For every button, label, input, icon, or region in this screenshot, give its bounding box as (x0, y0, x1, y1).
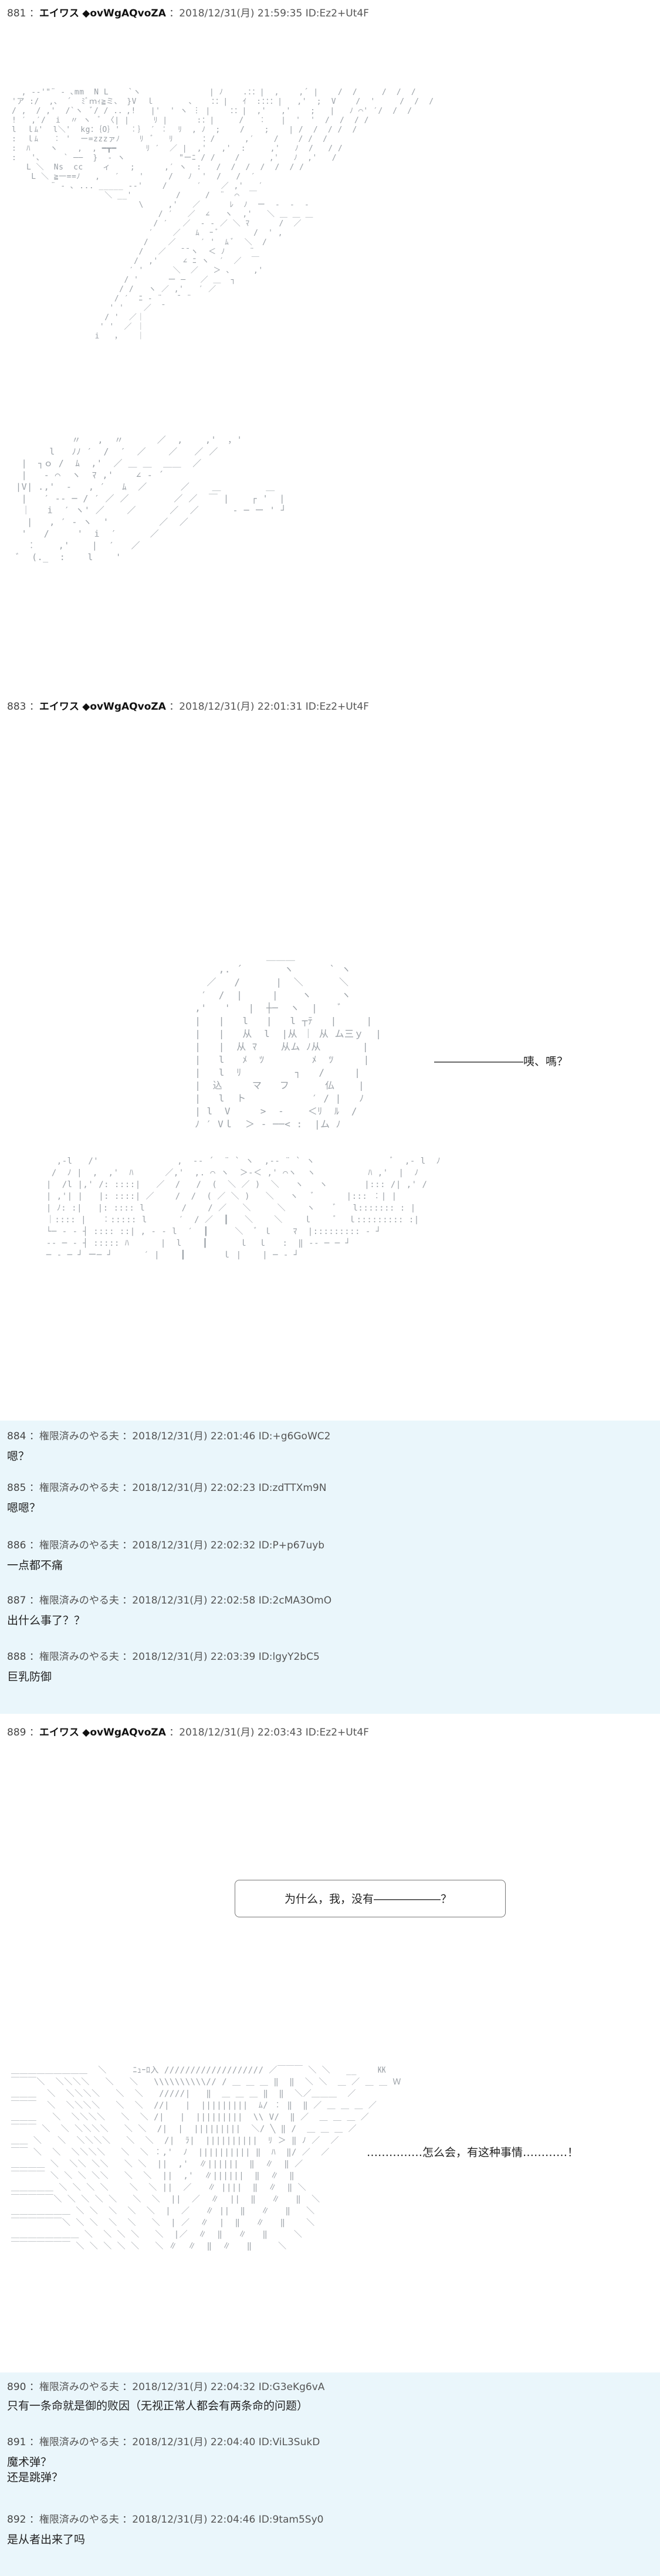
poster-name: 権限済みのやる夫 (39, 2381, 119, 2393)
poster-name: 権限済みのやる夫 (39, 1482, 119, 1494)
post-header: 890 ：権限済みのやる夫 ：2018/12/31(月) 22:04:32 ID… (7, 2381, 325, 2393)
ascii-art-scene: ＿＿＿＿＿＿＿＿＿ ＼ ﾆｭｰﾛ入 /////////////////// ／￣… (11, 2066, 401, 2251)
post-number[interactable]: 889 (7, 1727, 26, 1738)
post-number[interactable]: 888 (7, 1651, 26, 1663)
post-date: 2018/12/31(月) 22:03:39 (132, 1651, 256, 1663)
post-883: 883 ：エイワス ◆ovWgAQvoZA ：2018/12/31(月) 22:… (0, 692, 660, 1419)
post-number[interactable]: 890 (7, 2381, 26, 2393)
post-date: 2018/12/31(月) 22:01:31 (179, 701, 303, 713)
post-header: 881 ：エイワス ◆ovWgAQvoZA ：2018/12/31(月) 21:… (7, 8, 369, 19)
post-date: 2018/12/31(月) 22:03:43 (179, 1727, 303, 1738)
post-id[interactable]: ID:Ez2+Ut4F (305, 1727, 369, 1738)
poster-name: 権限済みのやる夫 (39, 1651, 119, 1663)
post-body: 嗯？ (7, 1450, 30, 1463)
poster-name: 権限済みのやる夫 (39, 2436, 119, 2448)
post-date: 2018/12/31(月) 22:02:58 (132, 1595, 256, 1606)
post-id[interactable]: ID:P+p67uyb (258, 1540, 325, 1551)
post-body: 出什么事了？？ (7, 1614, 86, 1627)
post-id[interactable]: ID:9tam5Sy0 (258, 2514, 324, 2526)
post-date: 2018/12/31(月) 22:04:40 (132, 2436, 256, 2448)
post-date: 2018/12/31(月) 21:59:35 (179, 8, 303, 19)
post-body: 魔术弹？ 还是跳弹？ (7, 2456, 63, 2484)
post-date: 2018/12/31(月) 22:02:32 (132, 1540, 256, 1551)
post-id[interactable]: ID:+g6GoWC2 (258, 1431, 331, 1442)
poster-name: 権限済みのやる夫 (39, 1431, 119, 1442)
ascii-art-girl: ＿＿＿ ,. ´ ヽ ` ヽ ／ / | ＼ ＼ ′ / | | ヽ ヽ ,' … (195, 951, 382, 1130)
post-889: 889 ：エイワス ◆ovWgAQvoZA ：2018/12/31(月) 22:… (0, 1716, 660, 2372)
post-header: 891 ：権限済みのやる夫 ：2018/12/31(月) 22:04:40 ID… (7, 2436, 320, 2448)
poster-name: エイワス (39, 8, 79, 19)
post-number[interactable]: 891 (7, 2436, 26, 2448)
post-body: 是从者出来了吗 (7, 2533, 86, 2546)
post-number[interactable]: 883 (7, 701, 26, 713)
ascii-art: , -‐'"¨ ‐ ､mm N L `ヽ | ﾉ .：：| , ,´ | / /… (12, 88, 434, 341)
ascii-art-arms: ,-l /' , -‐ ´ ¨ ` ヽ ,-‐ ¨ ` ヽ ﾞ ,- l ﾉ /… (46, 1157, 441, 1260)
post-date: 2018/12/31(月) 22:02:23 (132, 1482, 256, 1494)
speech-bubble (235, 1880, 506, 1917)
post-id[interactable]: ID:ViL3SukD (258, 2436, 320, 2448)
post-id[interactable]: ID:lgyY2bC5 (258, 1651, 320, 1663)
post-number[interactable]: 892 (7, 2514, 26, 2526)
reply-block-1: 884 ：権限済みのやる夫 ：2018/12/31(月) 22:01:46 ID… (0, 1421, 660, 1714)
bubble-text: 为什么，我，没有――――――？ (285, 1893, 452, 1906)
poster-trip: ◆ovWgAQvoZA (82, 701, 166, 713)
post-881: 881 ：エイワス ◆ovWgAQvoZA ：2018/12/31(月) 21:… (0, 0, 660, 704)
post-number[interactable]: 884 (7, 1431, 26, 1442)
post-number[interactable]: 886 (7, 1540, 26, 1551)
post-id[interactable]: ID:zdTTXm9N (258, 1482, 327, 1494)
poster-name: エイワス (39, 701, 79, 713)
ascii-art-lower: 〃 , 〃 ／ , ,' ，' l ﾉﾉ ′ / ′ ／ ／ ／ ／ | ┐ｏ … (16, 435, 287, 562)
post-id[interactable]: ID:2cMA3OmO (258, 1595, 332, 1606)
post-header: 892 ：権限済みのやる夫 ：2018/12/31(月) 22:04:46 ID… (7, 2514, 324, 2526)
speech-text: ……………怎么会，有这种事情…………！ (367, 2146, 579, 2159)
speech-text: ――――――――咦、嗎？ (434, 1055, 568, 1068)
post-number[interactable]: 885 (7, 1482, 26, 1494)
post-body: 巨乳防御 (7, 1670, 52, 1683)
post-date: 2018/12/31(月) 22:01:46 (132, 1431, 256, 1442)
post-header: 888 ：権限済みのやる夫 ：2018/12/31(月) 22:03:39 ID… (7, 1651, 320, 1663)
poster-name: 権限済みのやる夫 (39, 2514, 119, 2526)
post-id[interactable]: ID:G3eKg6vA (258, 2381, 325, 2393)
post-header: 887 ：権限済みのやる夫 ：2018/12/31(月) 22:02:58 ID… (7, 1595, 332, 1606)
post-body: 嗯嗯？ (7, 1501, 41, 1514)
post-date: 2018/12/31(月) 22:04:32 (132, 2381, 256, 2393)
post-header: 883 ：エイワス ◆ovWgAQvoZA ：2018/12/31(月) 22:… (7, 701, 369, 713)
poster-name: 権限済みのやる夫 (39, 1595, 119, 1606)
post-id[interactable]: ID:Ez2+Ut4F (305, 701, 369, 713)
poster-trip: ◆ovWgAQvoZA (82, 1727, 166, 1738)
post-number[interactable]: 887 (7, 1595, 26, 1606)
post-header: 884 ：権限済みのやる夫 ：2018/12/31(月) 22:01:46 ID… (7, 1431, 331, 1442)
post-date: 2018/12/31(月) 22:04:46 (132, 2514, 256, 2526)
poster-trip: ◆ovWgAQvoZA (82, 8, 166, 19)
post-body: 只有一条命就是御的败因（无视正常人都会有两条命的问题） (7, 2399, 309, 2412)
poster-name: エイワス (39, 1727, 79, 1738)
post-id[interactable]: ID:Ez2+Ut4F (305, 8, 369, 19)
post-header: 889 ：エイワス ◆ovWgAQvoZA ：2018/12/31(月) 22:… (7, 1727, 369, 1738)
reply-block-2: 890 ：権限済みのやる夫 ：2018/12/31(月) 22:04:32 ID… (0, 2372, 660, 2576)
post-header: 885 ：権限済みのやる夫 ：2018/12/31(月) 22:02:23 ID… (7, 1482, 327, 1494)
poster-name: 権限済みのやる夫 (39, 1540, 119, 1551)
post-body: 一点都不痛 (7, 1559, 63, 1572)
post-number[interactable]: 881 (7, 8, 26, 19)
post-header: 886 ：権限済みのやる夫 ：2018/12/31(月) 22:02:32 ID… (7, 1540, 325, 1551)
